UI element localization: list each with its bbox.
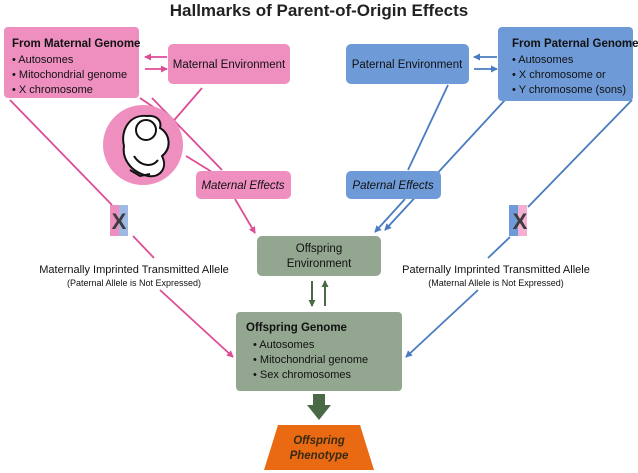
line-paternal-env-to-effects (407, 84, 449, 171)
paternal-genome-item: • Autosomes (512, 54, 574, 66)
maternal-connectors (9, 53, 256, 358)
line-maternal-env-to-effects (151, 97, 223, 171)
maternal-genome-item: • X chromosome (12, 84, 93, 96)
arrow-maternal-env-to-embryo (169, 87, 203, 126)
offspring-phenotype-box: Offspring Phenotype (264, 425, 374, 470)
maternal-effects-label: Maternal Effects (201, 180, 284, 192)
offspring-environment-label: Environment (287, 258, 352, 270)
paternal-effects-label: Paternal Effects (352, 180, 433, 192)
paternal-genome-box: From Paternal Genome • Autosomes • X chr… (498, 27, 638, 101)
maternal-environment-box: Maternal Environment (168, 44, 290, 84)
arrow-maternal-effects-to-offspring-env (234, 198, 256, 234)
imprint-x-mark: X (513, 209, 528, 234)
maternal-imprint-glyph: X (110, 205, 128, 236)
paternal-genome-item: • Y chromosome (sons) (512, 84, 626, 96)
genome-to-phenotype-arrow (307, 394, 331, 420)
line-maternal-genome-long-1 (9, 99, 113, 206)
offspring-environment-label: Offspring (296, 243, 342, 255)
maternal-genome-item: • Autosomes (12, 54, 74, 66)
maternal-genome-item: • Mitochondrial genome (12, 69, 127, 81)
offspring-genome-box: Offspring Genome • Autosomes • Mitochond… (236, 312, 402, 391)
line-paternal-genome-long-1 (527, 99, 633, 208)
paternal-effects-box: Paternal Effects (346, 171, 441, 199)
paternal-environment-box: Paternal Environment (346, 44, 469, 84)
arrow-paternal-genome-to-offspring-genome (405, 289, 479, 358)
paternal-allele-note: (Maternal Allele is Not Expressed) (428, 278, 564, 288)
paternal-environment-label: Paternal Environment (352, 59, 463, 71)
offspring-genome-heading: Offspring Genome (246, 322, 347, 334)
paternal-genome-item: • X chromosome or (512, 69, 606, 81)
offspring-phenotype-label: Offspring (293, 435, 345, 447)
imprint-x-mark: X (112, 209, 127, 234)
arrow-paternal-genome-to-offspring-env (384, 99, 506, 231)
line-maternal-genome-long-2 (132, 235, 155, 259)
embryo-illustration (103, 105, 183, 185)
offspring-phenotype-label: Phenotype (290, 450, 349, 462)
maternal-allele-note: (Paternal Allele is Not Expressed) (67, 278, 201, 288)
maternal-allele-caption: Maternally Imprinted Transmitted Allele … (39, 264, 229, 288)
arrow-paternal-effects-to-offspring-env (374, 198, 406, 233)
maternal-effects-box: Maternal Effects (196, 171, 291, 199)
paternal-allele-title: Paternally Imprinted Transmitted Allele (402, 264, 590, 276)
maternal-allele-title: Maternally Imprinted Transmitted Allele (39, 264, 229, 276)
maternal-environment-label: Maternal Environment (173, 59, 286, 71)
paternal-connectors (374, 53, 633, 358)
offspring-genome-item: • Sex chromosomes (253, 369, 351, 381)
environment-genome-exchange (308, 280, 329, 307)
paternal-imprint-glyph: X (509, 205, 528, 236)
maternal-genome-box: From Maternal Genome • Autosomes • Mitoc… (4, 27, 140, 98)
maternal-genome-heading: From Maternal Genome (12, 38, 140, 50)
offspring-genome-item: • Mitochondrial genome (253, 354, 368, 366)
arrow-maternal-genome-to-offspring-genome (159, 289, 234, 358)
paternal-genome-heading: From Paternal Genome (512, 38, 638, 50)
line-embryo-to-maternal-effects (185, 155, 213, 173)
paternal-allele-caption: Paternally Imprinted Transmitted Allele … (402, 264, 590, 288)
line-paternal-genome-long-2 (487, 236, 511, 259)
offspring-genome-item: • Autosomes (253, 339, 315, 351)
offspring-environment-box: Offspring Environment (257, 236, 381, 276)
diagram-title: Hallmarks of Parent-of-Origin Effects (170, 1, 469, 20)
